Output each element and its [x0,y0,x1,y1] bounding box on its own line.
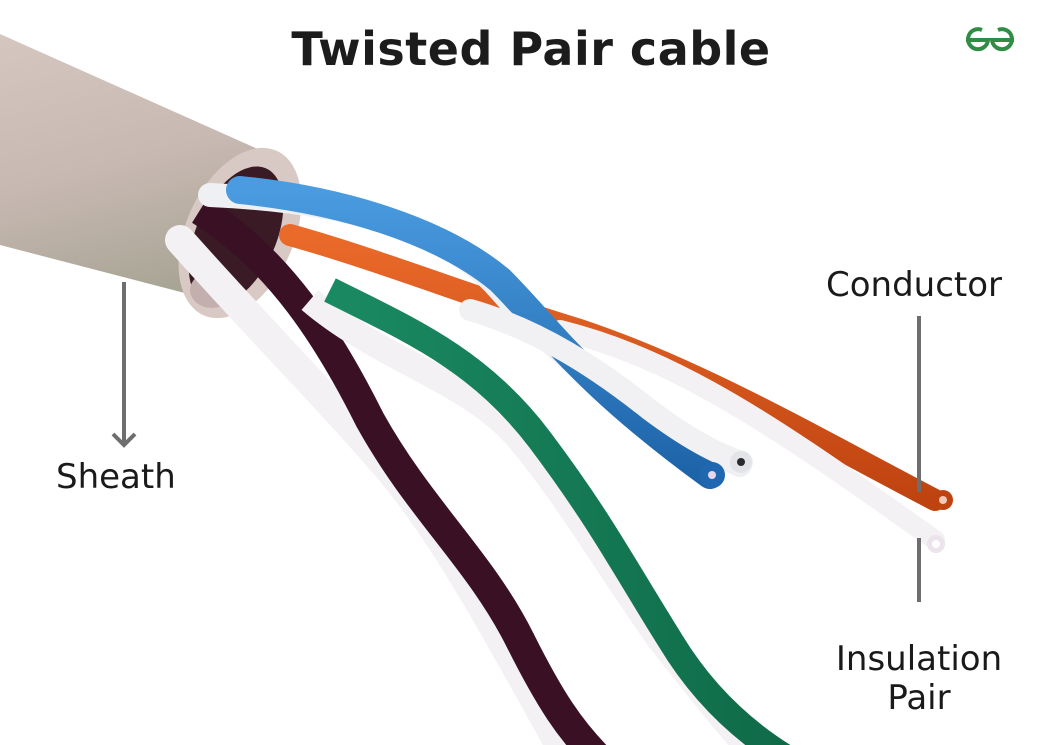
insulation-leader-line [917,538,921,602]
brown-white-pair [165,197,607,745]
insulation-pair-label: Insulation Pair [828,639,1010,719]
diagram-title: Twisted Pair cable [291,22,771,76]
green-white-pair [301,278,791,745]
sheath-leader-line [122,282,126,444]
insulation-label-line2: Pair [887,678,951,719]
sheath-label: Sheath [56,457,176,497]
arrow-down-icon [111,432,137,448]
conductor-leader-line [917,316,921,492]
insulation-label-line1: Insulation [835,639,1003,679]
blue-white-pair [198,176,753,489]
geeksforgeeks-logo-icon [966,27,1014,52]
orange-white-pair [279,224,953,553]
conductor-label: Conductor [826,265,1003,305]
